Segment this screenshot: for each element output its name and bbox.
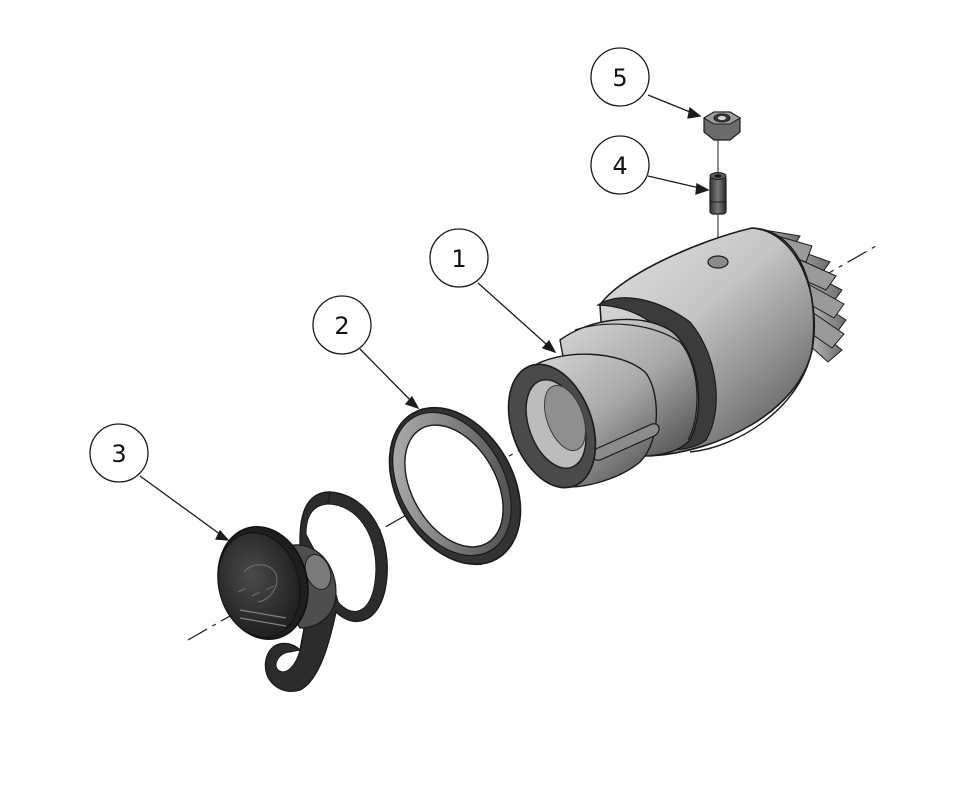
set-screw-part bbox=[709, 172, 727, 215]
cap-with-strap-part bbox=[217, 491, 388, 692]
callout-balloon-5: 5 bbox=[590, 47, 650, 107]
callout-balloon-2: 2 bbox=[312, 295, 372, 355]
cap-disc-face bbox=[217, 532, 301, 638]
callout-balloon-3: 3 bbox=[89, 423, 149, 483]
set-screw-body bbox=[709, 175, 727, 215]
retaining-ring-inner bbox=[404, 424, 504, 548]
callout-label-2: 2 bbox=[334, 312, 349, 340]
cap-emboss-logo bbox=[237, 564, 287, 627]
callout-label-5: 5 bbox=[612, 64, 627, 92]
callout-balloon-4: 4 bbox=[590, 135, 650, 195]
gear-hub-part bbox=[507, 227, 847, 489]
callout-label-3: 3 bbox=[111, 440, 126, 468]
callout-balloon-1: 1 bbox=[429, 228, 489, 288]
retaining-ring-part bbox=[388, 406, 522, 566]
hub-screw-hole bbox=[707, 255, 729, 269]
callout-label-1: 1 bbox=[451, 245, 466, 273]
hex-nut-part bbox=[703, 111, 741, 141]
callout-leaders bbox=[139, 94, 710, 541]
callout-label-4: 4 bbox=[612, 152, 627, 180]
